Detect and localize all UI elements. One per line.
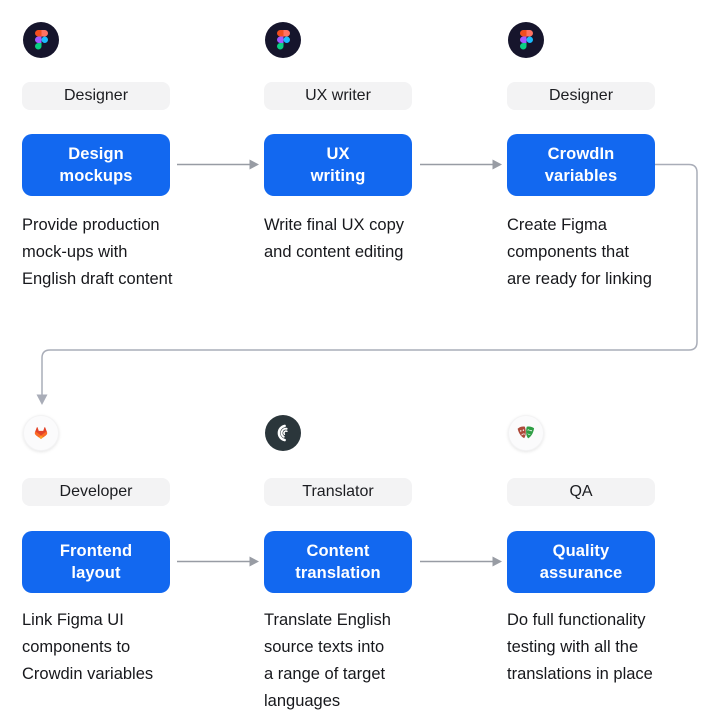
step-description: Create Figma components that are ready f… (507, 212, 652, 293)
role-label: QA (569, 483, 593, 500)
role-label: UX writer (305, 87, 371, 104)
role-label: Translator (302, 483, 374, 500)
node-label-line: variables (544, 167, 618, 185)
description-line: English draft content (22, 270, 173, 288)
role-chip: Designer (507, 82, 655, 110)
description-line: are ready for linking (507, 270, 652, 288)
description-line: a range of target (264, 665, 386, 683)
description-line: components that (507, 243, 629, 261)
role-chip: Developer (22, 478, 170, 506)
step-node-quality-assurance: Quality assurance (507, 531, 655, 593)
step-node-ux-writing: UX writing (264, 134, 412, 196)
step-node-content-translation: Content translation (264, 531, 412, 593)
description-line: components to (22, 638, 131, 656)
node-label-line: Quality (552, 542, 610, 560)
description-line: source texts into (264, 638, 385, 656)
description-line: Link Figma UI (22, 611, 124, 629)
description-line: translations in place (507, 665, 653, 683)
description-line: testing with all the (507, 638, 639, 656)
role-chip: QA (507, 478, 655, 506)
figma-icon (265, 22, 301, 58)
description-line: mock-ups with (22, 243, 128, 261)
node-label-line: Frontend (59, 542, 133, 560)
description-line: languages (264, 692, 341, 710)
theater-masks-glyph (517, 426, 535, 439)
description-line: Crowdin variables (22, 665, 154, 683)
arrow-head-down-icon (36, 394, 48, 405)
node-label-line: Design (68, 145, 124, 163)
role-chip: UX writer (264, 82, 412, 110)
step-node-crowdin-variables: CrowdIn variables (507, 134, 655, 196)
figma-logo (276, 30, 290, 50)
figma-icon (508, 22, 544, 58)
role-label: Designer (548, 87, 614, 104)
role-chip: Designer (22, 82, 170, 110)
node-label-line: writing (310, 167, 366, 185)
arrow-head-icon (492, 556, 502, 567)
figma-logo (519, 30, 533, 50)
description-line: Create Figma (507, 216, 607, 234)
crowdin-icon (265, 415, 301, 451)
step-node-design-mockups: Design mockups (22, 134, 170, 196)
node-label-line: assurance (539, 564, 623, 582)
crowdin-logo (277, 424, 288, 442)
arrow-head-icon (249, 159, 259, 170)
step-description: Write final UX copy and content editing (264, 212, 404, 266)
node-label-line: Content (306, 542, 370, 560)
gitlab-icon (23, 415, 59, 451)
description-line: Translate English (264, 611, 391, 629)
node-label-line: mockups (59, 167, 133, 185)
step-description: Do full functionality testing with all t… (507, 607, 653, 688)
step-node-frontend-layout: Frontend layout (22, 531, 170, 593)
figma-icon (23, 22, 59, 58)
description-line: Provide production (22, 216, 160, 234)
node-label-line: CrowdIn (547, 145, 615, 163)
step-description: Provide production mock-ups with English… (22, 212, 172, 293)
description-line: Do full functionality (507, 611, 646, 629)
node-label-line: layout (71, 564, 121, 582)
description-line: Write final UX copy (264, 216, 404, 234)
step-description: Link Figma UI components to Crowdin vari… (22, 607, 153, 688)
role-label: Developer (59, 483, 133, 500)
arrow-head-icon (492, 159, 502, 170)
step-description: Translate English source texts into a ra… (264, 607, 391, 715)
role-label: Designer (63, 87, 129, 104)
gitlab-logo (34, 427, 48, 439)
node-label-line: UX (326, 145, 350, 163)
qa-masks-icon (508, 415, 544, 451)
arrow-head-icon (249, 556, 259, 567)
role-chip: Translator (264, 478, 412, 506)
node-label-line: translation (295, 564, 381, 582)
description-line: and content editing (264, 243, 404, 261)
figma-logo (34, 30, 48, 50)
